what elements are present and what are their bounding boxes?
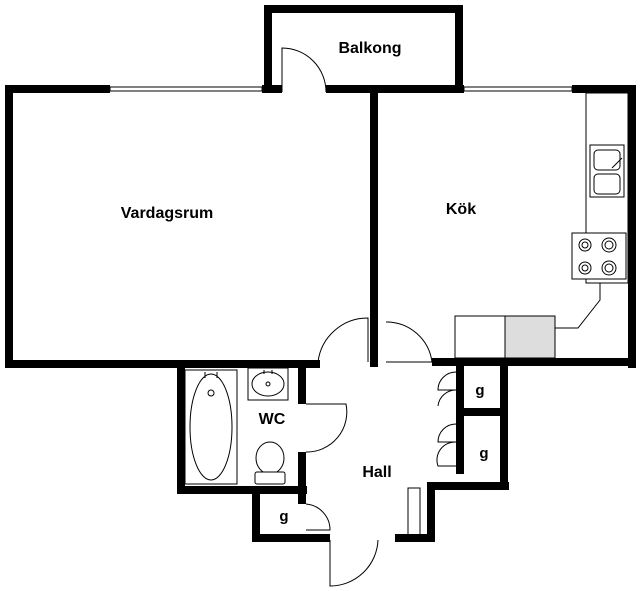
hall-shelf <box>407 487 421 537</box>
closet-door-1[interactable] <box>437 371 457 407</box>
room-label-closet-1: g <box>475 382 484 399</box>
washbasin-icon <box>247 367 289 401</box>
sink-icon <box>589 144 625 198</box>
windows <box>109 86 573 92</box>
door-swing-icon <box>317 317 369 363</box>
door-swing-icon <box>437 423 457 443</box>
kitchen-fixtures <box>454 92 629 359</box>
counter-shaded <box>504 315 556 359</box>
room-label-living-room: Vardagsrum <box>121 205 213 222</box>
door-swing-icon <box>437 371 457 391</box>
room-label-hall: Hall <box>362 464 391 481</box>
exterior-walls <box>5 85 636 368</box>
balcony-door[interactable] <box>281 47 327 93</box>
interior-walls <box>177 364 509 542</box>
door-swing-icon <box>281 47 327 93</box>
stove-icon <box>571 232 627 280</box>
room-label-closet-2: g <box>479 445 488 462</box>
toilet-icon <box>254 441 286 485</box>
wc-door[interactable] <box>305 403 348 453</box>
room-label-wc: WC <box>259 411 286 428</box>
room-label-kitchen: Kök <box>446 201 476 218</box>
entrance-door[interactable] <box>329 539 379 587</box>
bathtub-icon <box>184 369 238 485</box>
room-label-closet-3: g <box>279 508 288 525</box>
closet-door-3[interactable] <box>305 503 331 531</box>
door-swing-icon <box>329 539 379 587</box>
wc-fixtures <box>184 367 289 485</box>
room-label-balcony: Balkong <box>338 40 401 57</box>
door-swing-icon <box>305 403 348 453</box>
door-swing-icon <box>385 321 433 363</box>
balcony-walls <box>264 5 463 92</box>
kitchen-door[interactable] <box>385 321 433 363</box>
door-swing-icon <box>305 503 331 531</box>
living-room-door[interactable] <box>317 317 369 363</box>
closet-door-2[interactable] <box>436 423 457 467</box>
